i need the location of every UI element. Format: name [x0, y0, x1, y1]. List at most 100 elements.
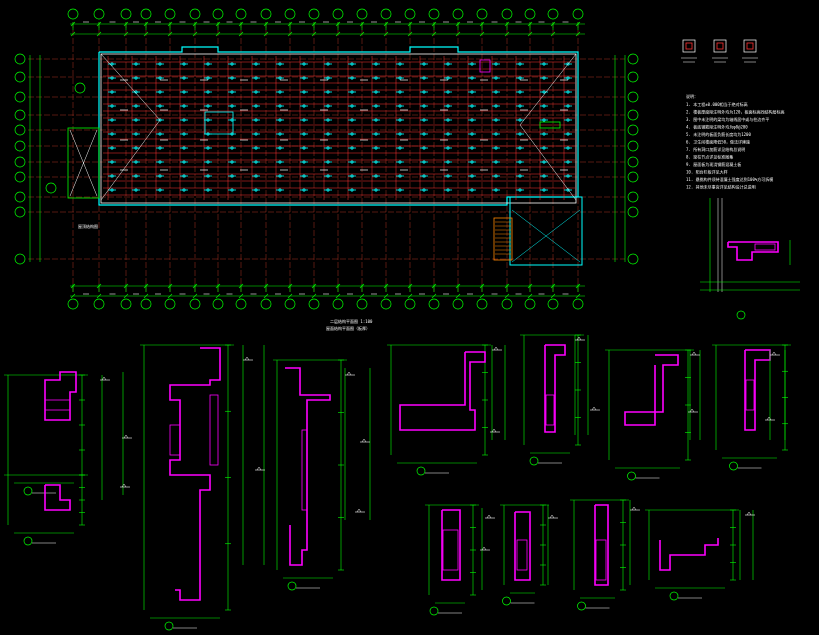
column-mark: [374, 174, 378, 178]
axis-bubble-left: [14, 124, 26, 136]
elevation-triangle: [481, 546, 487, 551]
column-mark: [254, 104, 258, 108]
axis-bubble-bottom: [404, 298, 416, 310]
stair-well: [509, 196, 583, 266]
section-hatch: [516, 539, 528, 571]
column-mark: [470, 160, 474, 164]
slab-opening: [479, 59, 491, 73]
column-mark: [206, 118, 210, 122]
column-mark: [470, 188, 474, 192]
note-line: 11. 悬挑构件须待混凝土强度达到100%方可拆模: [686, 176, 773, 182]
column-mark: [446, 188, 450, 192]
column-mark: [134, 160, 138, 164]
column-mark: [518, 132, 522, 136]
dimension-tick: [238, 21, 244, 27]
column-mark: [134, 118, 138, 122]
column-mark: [158, 104, 162, 108]
axis-bubble-bottom: [284, 298, 296, 310]
axis-bubble-bottom: [428, 298, 440, 310]
column-mark: [398, 132, 402, 136]
axis-bubble-right: [627, 140, 639, 152]
column-mark: [278, 160, 282, 164]
column-mark: [110, 160, 114, 164]
dimension-tick: [143, 21, 149, 27]
column-mark: [398, 76, 402, 80]
column-mark: [398, 104, 402, 108]
dimension-tick: [383, 293, 389, 299]
detail-wall-10: [570, 499, 629, 611]
axis-bubble-bottom: [308, 298, 320, 310]
detail-wall-9: [500, 504, 549, 606]
column-mark: [302, 160, 306, 164]
column-mark: [542, 132, 546, 136]
axis-bubble-top: [452, 8, 464, 20]
column-mark: [374, 62, 378, 66]
dimension-tick: [238, 283, 244, 289]
column-mark: [326, 62, 330, 66]
column-mark: [206, 174, 210, 178]
dimension-tick: [575, 21, 581, 27]
elevation-triangle: [256, 466, 262, 471]
elevation-triangle: [486, 514, 492, 519]
axis-bubble-top: [235, 8, 247, 20]
column-mark: [470, 146, 474, 150]
axis-bubble-bottom: [356, 298, 368, 310]
column-mark: [446, 174, 450, 178]
column-mark: [494, 132, 498, 136]
axis-bubble-top: [120, 8, 132, 20]
column-mark: [422, 146, 426, 150]
dimension-tick: [335, 293, 341, 299]
column-mark: [566, 118, 570, 122]
section-outline: [285, 367, 331, 566]
elevation-triangle: [361, 438, 367, 443]
section-outline: [44, 484, 71, 511]
column-mark: [206, 188, 210, 192]
stair-steps: [493, 217, 513, 261]
column-mark: [422, 160, 426, 164]
column-mark: [326, 118, 330, 122]
dimension-tick: [215, 283, 221, 289]
column-mark: [446, 76, 450, 80]
axis-bubble-right: [627, 109, 639, 121]
column-mark: [398, 188, 402, 192]
column-mark: [278, 146, 282, 150]
column-mark: [158, 90, 162, 94]
column-mark: [350, 104, 354, 108]
column-mark: [110, 118, 114, 122]
column-mark: [254, 174, 258, 178]
column-mark: [278, 188, 282, 192]
column-mark: [350, 132, 354, 136]
axis-bubble-bottom: [524, 298, 536, 310]
dimension-tick: [431, 21, 437, 27]
floor-plan: [14, 8, 758, 310]
section-hatch: [745, 379, 755, 411]
column-mark: [182, 76, 186, 80]
dimension-tick: [550, 21, 556, 27]
section-outline: [514, 511, 531, 581]
elevation-triangle: [121, 483, 127, 488]
column-mark: [518, 174, 522, 178]
column-mark: [134, 104, 138, 108]
note-line: 2. 楼板厚度除注明外均为120，板面标高同结构层标高: [686, 109, 784, 115]
axis-bubble-right: [627, 253, 639, 265]
elevation-triangle: [771, 351, 777, 356]
axis-bubble-top: [260, 8, 272, 20]
column-mark: [278, 62, 282, 66]
note-line: 6. 卫生间楼面降低50，做法详建施: [686, 139, 750, 145]
column-mark: [518, 62, 522, 66]
dimension-tick: [455, 293, 461, 299]
column-mark: [398, 174, 402, 178]
section-outline: [624, 354, 679, 426]
detail-wall-8: [425, 504, 479, 616]
slab-opening: [539, 121, 561, 129]
axis-bubble-top: [140, 8, 152, 20]
axis-bubble-right: [627, 91, 639, 103]
column-mark: [230, 160, 234, 164]
dimension-tick: [311, 283, 317, 289]
column-mark: [326, 146, 330, 150]
section-outline: [744, 349, 771, 431]
column-mark: [254, 160, 258, 164]
column-mark: [350, 160, 354, 164]
column-mark: [182, 132, 186, 136]
